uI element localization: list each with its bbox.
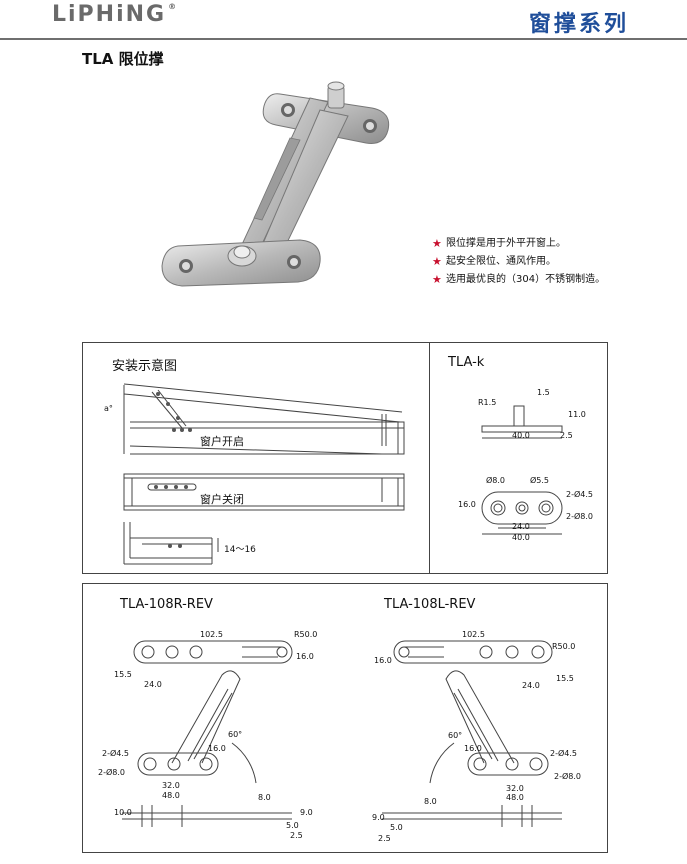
- dim-label: 15.5: [114, 670, 132, 679]
- registered-mark: ®: [168, 2, 177, 11]
- dim-label: 40.0: [512, 431, 530, 440]
- dim-label: 9.0: [300, 808, 313, 817]
- install-diagram: [123, 383, 563, 565]
- dim-label: 5.0: [390, 823, 403, 832]
- dim-label: 1.5: [537, 388, 550, 397]
- models-drawing: [122, 640, 562, 827]
- closed-label: 窗户关闭: [200, 493, 244, 506]
- dim-label: 5.0: [286, 821, 299, 830]
- dim-label: R50.0: [552, 642, 576, 651]
- dim-label: 16.0: [458, 500, 476, 509]
- dim-label: 16.0: [464, 744, 482, 753]
- brand-name: LiPHiNG: [52, 2, 167, 27]
- dim-label: 2-Ø4.5: [550, 749, 577, 758]
- dim-label: 8.0: [258, 793, 271, 802]
- brand-logo: LiPHiNG®: [52, 2, 176, 27]
- dim-label: 16.0: [374, 656, 392, 665]
- feature-text: 选用最优良的（304）不锈钢制造。: [446, 274, 606, 285]
- dim-label: 15.5: [556, 674, 574, 683]
- dim-label: R50.0: [294, 630, 318, 639]
- angle-label: a°: [104, 404, 113, 413]
- dim-label: Ø8.0: [486, 476, 506, 485]
- product-photo: [161, 81, 390, 287]
- tla-k-title: TLA-k: [448, 355, 485, 370]
- models-panel: [82, 583, 608, 853]
- dim-label: 32.0: [162, 781, 180, 790]
- feature-item: ★ 起安全限位、通风作用。: [432, 255, 621, 269]
- dim-label: 60°: [448, 731, 463, 740]
- dim-label: 2.5: [290, 831, 303, 840]
- model-title-l: TLA-108L-REV: [384, 597, 476, 612]
- dim-label: 24.0: [522, 681, 540, 690]
- model-title-r: TLA-108R-REV: [120, 597, 213, 612]
- dim-label: 2-Ø8.0: [566, 512, 593, 521]
- dim-label: 16.0: [208, 744, 226, 753]
- product-title: TLA 限位撑: [82, 50, 164, 68]
- feature-item: ★ 选用最优良的（304）不锈钢制造。: [432, 273, 621, 287]
- feature-item: ★ 限位撑是用于外平开窗上。: [432, 237, 621, 251]
- dim-label: 16.0: [296, 652, 314, 661]
- star-icon: ★: [432, 255, 442, 268]
- dim-label: 10.0: [114, 808, 132, 817]
- dim-label: 48.0: [506, 793, 524, 802]
- feature-list: ★ 限位撑是用于外平开窗上。 ★ 起安全限位、通风作用。 ★ 选用最优良的（30…: [432, 237, 621, 291]
- feature-text: 限位撑是用于外平开窗上。: [446, 238, 566, 249]
- dim-label: 32.0: [506, 784, 524, 793]
- dim-label: 60°: [228, 730, 243, 739]
- dim-label: 102.5: [462, 630, 485, 639]
- panel-divider: [429, 342, 430, 573]
- dim-label: 2-Ø4.5: [566, 490, 593, 499]
- install-panel: [82, 342, 608, 574]
- dim-label: R1.5: [478, 398, 497, 407]
- dim-label: 2.5: [560, 431, 573, 440]
- open-label: 窗户开启: [200, 435, 244, 448]
- dim-label: 2-Ø4.5: [102, 749, 129, 758]
- series-title: 窗撑系列: [528, 12, 629, 37]
- header-rule: [0, 38, 687, 40]
- dim-label: 2-Ø8.0: [98, 768, 125, 777]
- dim-label: 9.0: [372, 813, 385, 822]
- star-icon: ★: [432, 273, 442, 286]
- install-title: 安装示意图: [112, 359, 178, 374]
- dim-label: 2.5: [378, 834, 391, 843]
- dim-label: 8.0: [424, 797, 437, 806]
- dim-label: 24.0: [512, 522, 530, 531]
- dim-label: 24.0: [144, 680, 162, 689]
- dim-label: 102.5: [200, 630, 223, 639]
- dim-label: 11.0: [568, 410, 586, 419]
- dim-label: 48.0: [162, 791, 180, 800]
- dim-label: 2-Ø8.0: [554, 772, 581, 781]
- gap-label: 14～16: [224, 545, 256, 555]
- dim-label: Ø5.5: [530, 476, 550, 485]
- dim-label: 40.0: [512, 533, 530, 542]
- star-icon: ★: [432, 237, 442, 250]
- feature-text: 起安全限位、通风作用。: [446, 256, 556, 267]
